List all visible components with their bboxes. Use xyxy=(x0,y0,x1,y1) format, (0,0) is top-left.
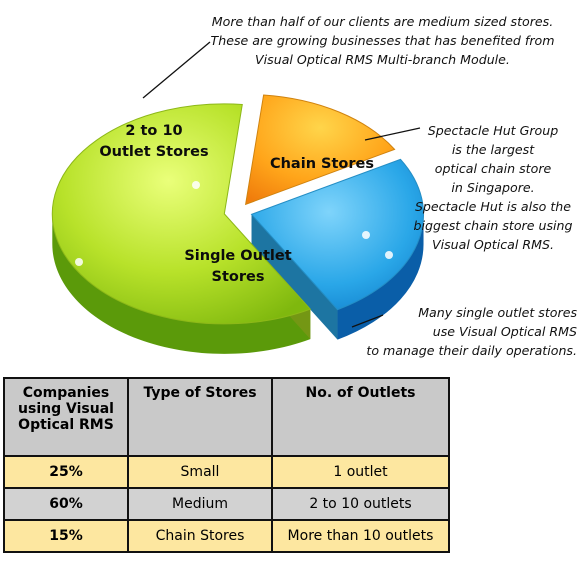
leader-line-chain xyxy=(364,127,421,141)
header-outlets-line: No. of Outlets xyxy=(305,385,416,401)
slice-label-chain: Chain Stores xyxy=(262,154,382,175)
sparkle-highlight xyxy=(75,258,83,266)
cell-type: Chain Stores xyxy=(127,519,273,553)
table-header-row: Companies using Visual Optical RMS Type … xyxy=(3,377,450,457)
header-companies-line: Companies xyxy=(22,385,110,401)
sparkle-highlight xyxy=(192,181,200,189)
callout-chain-line: optical chain store xyxy=(434,161,552,176)
callout-leader-lines xyxy=(142,41,421,328)
callout-chain-line: is the largest xyxy=(451,142,535,157)
callout-single-line: to manage their daily operations. xyxy=(366,343,577,358)
callout-chain-line: Spectacle Hut Group xyxy=(427,123,559,138)
callout-chain: Spectacle Hut Group is the largest optic… xyxy=(408,121,578,254)
header-companies: Companies using Visual Optical RMS xyxy=(3,377,129,457)
cell-percent: 25% xyxy=(3,455,129,489)
pie-slice-medium xyxy=(51,103,312,325)
slice-label-medium-line-1: 2 to 10 xyxy=(125,123,183,139)
callout-chain-line: Spectacle Hut is also the xyxy=(414,199,572,214)
callout-single: Many single outlet stores use Visual Opt… xyxy=(355,303,577,360)
callout-medium: More than half of our clients are medium… xyxy=(190,12,575,69)
callout-chain-line: in Singapore. xyxy=(451,180,535,195)
data-table: Companies using Visual Optical RMS Type … xyxy=(3,377,450,553)
slice-label-single: Single Outlet Stores xyxy=(168,246,308,288)
pie-slice-single xyxy=(250,158,424,311)
table-row: 60% Medium 2 to 10 outlets xyxy=(3,487,450,521)
callout-chain-line: biggest chain store using xyxy=(413,218,573,233)
store-type-table: Companies using Visual Optical RMS Type … xyxy=(3,377,450,553)
header-companies-line: Optical RMS xyxy=(18,417,114,433)
sparkle-highlight xyxy=(362,231,370,239)
cell-percent: 15% xyxy=(3,519,129,553)
header-type-line: Type of Stores xyxy=(143,385,257,401)
leader-line-medium xyxy=(142,41,211,99)
pie-side-single xyxy=(337,214,424,340)
leader-line-single xyxy=(351,314,384,328)
cell-outlets: 2 to 10 outlets xyxy=(271,487,450,521)
slice-label-medium-line-2: Outlet Stores xyxy=(99,144,209,160)
callout-medium-line: These are growing businesses that has be… xyxy=(210,33,555,48)
callout-chain-line: Visual Optical RMS. xyxy=(432,237,554,252)
cell-percent: 60% xyxy=(3,487,129,521)
callout-single-line: use Visual Optical RMS xyxy=(432,324,577,339)
table-row: 25% Small 1 outlet xyxy=(3,455,450,489)
header-outlets: No. of Outlets xyxy=(271,377,450,457)
cell-outlets: More than 10 outlets xyxy=(271,519,450,553)
cell-type: Small xyxy=(127,455,273,489)
table-row: 15% Chain Stores More than 10 outlets xyxy=(3,519,450,553)
header-companies-line: using Visual xyxy=(18,401,114,417)
callout-medium-line: Visual Optical RMS Multi-branch Module. xyxy=(255,52,510,67)
sparkle-highlight xyxy=(385,251,393,259)
cell-outlets: 1 outlet xyxy=(271,455,450,489)
cell-type: Medium xyxy=(127,487,273,521)
callout-medium-line: More than half of our clients are medium… xyxy=(211,14,554,29)
slice-label-single-line-2: Stores xyxy=(211,269,265,285)
slice-label-single-line-1: Single Outlet xyxy=(184,248,292,264)
pie-side-medium xyxy=(52,213,311,354)
pie-slice-chain xyxy=(244,94,396,206)
slice-label-chain-line-1: Chain Stores xyxy=(269,156,375,172)
header-type: Type of Stores xyxy=(127,377,273,457)
pie-face-single xyxy=(251,214,338,340)
callout-single-line: Many single outlet stores xyxy=(418,305,577,320)
slice-label-medium: 2 to 10 Outlet Stores xyxy=(94,121,214,163)
